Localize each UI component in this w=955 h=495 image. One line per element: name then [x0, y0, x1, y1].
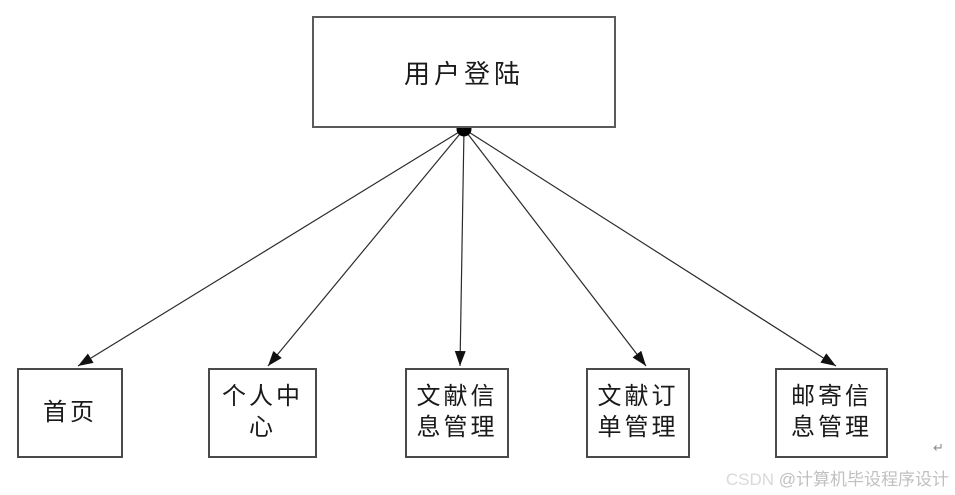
node-personal-center-label: 个人中心 [222, 384, 303, 441]
node-doc-order-management: 文献订单管理 [586, 368, 690, 458]
paragraph-return-icon: ↵ [933, 441, 944, 456]
node-personal-center: 个人中心 [208, 368, 317, 458]
connector-line-doc-info [454, 128, 466, 367]
node-doc-info-management-label: 文献信息管理 [416, 384, 498, 441]
watermark: CSDN @计算机毕设程序设计 [726, 465, 949, 490]
node-mail-info-management: 邮寄信息管理 [775, 368, 888, 458]
connector-line-doc-order [463, 128, 647, 367]
node-doc-info-management: 文献信息管理 [405, 368, 509, 458]
node-mail-info-management-label: 邮寄信息管理 [791, 384, 872, 441]
node-home: 首页 [17, 368, 123, 458]
node-home-label: 首页 [43, 399, 97, 426]
watermark-brand: CSDN [725, 470, 779, 489]
node-user-login: 用户登陆 [312, 16, 616, 128]
node-doc-order-management-label: 文献订单管理 [597, 384, 679, 441]
connector-line-home [77, 128, 465, 367]
connector-line-mail-info [463, 128, 837, 367]
connector-line-personal-center [267, 128, 465, 367]
watermark-author: @计算机毕设程序设计 [778, 470, 949, 489]
node-user-login-label: 用户登陆 [403, 59, 524, 89]
